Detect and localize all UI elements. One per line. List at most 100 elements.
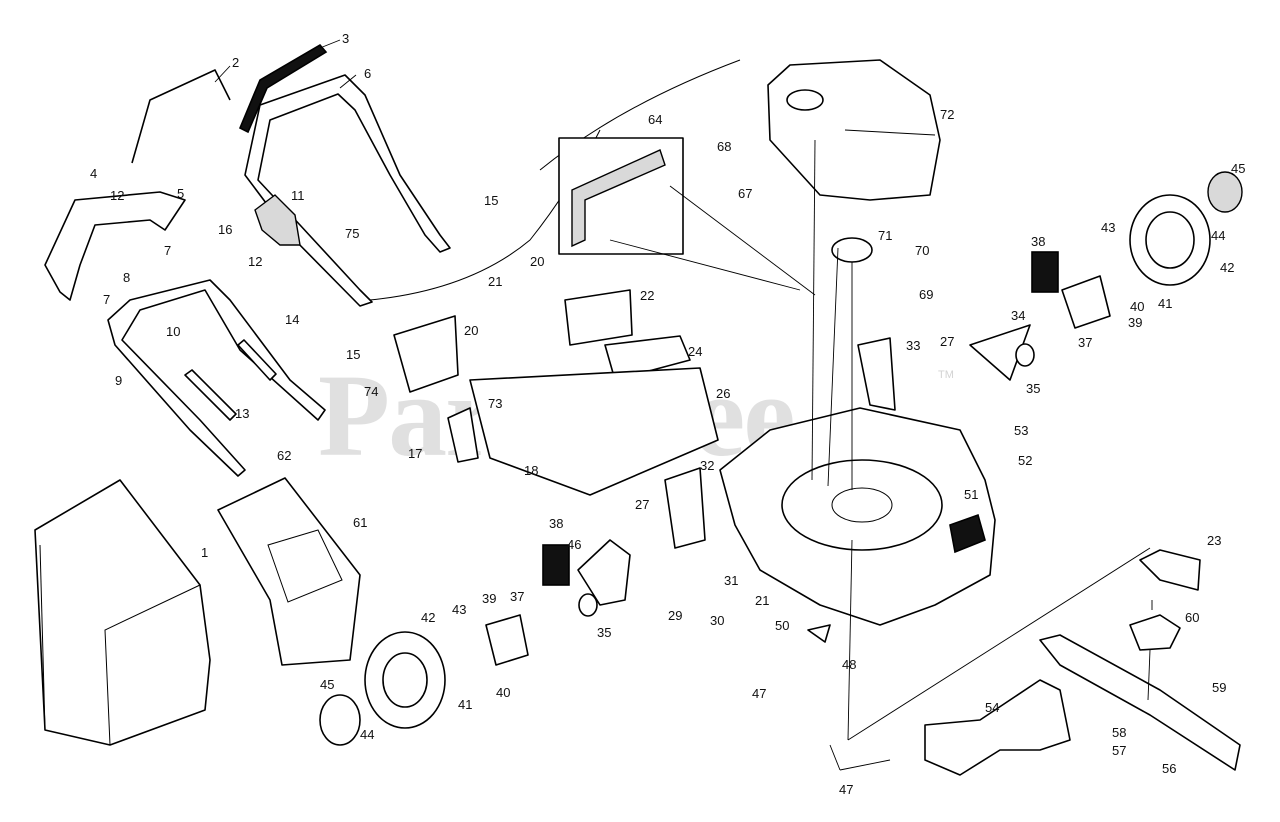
- engine-cap: [786, 89, 824, 111]
- callout-27b: 27: [635, 497, 649, 512]
- callout-54: 54: [985, 700, 999, 715]
- callout-52: 52: [1018, 453, 1032, 468]
- part-11-bracket: [254, 194, 301, 246]
- callout-39a: 39: [1128, 315, 1142, 330]
- callout-73: 73: [488, 396, 502, 411]
- watermark-tm: TM: [938, 369, 954, 381]
- part-54-blade: [924, 679, 1071, 776]
- part-39-bracket-left: [485, 614, 529, 666]
- callout-41b: 41: [458, 697, 472, 712]
- callout-12b: 12: [248, 254, 262, 269]
- callout-24: 24: [688, 344, 702, 359]
- callout-67: 67: [738, 186, 752, 201]
- part-35-spacer-right: [1015, 343, 1035, 367]
- part-64-flap: [571, 149, 666, 248]
- wheel-right-hub: [1145, 211, 1195, 269]
- callout-5: 5: [177, 186, 184, 201]
- callout-15b: 15: [346, 347, 360, 362]
- callout-12a: 12: [110, 188, 124, 203]
- callout-44b: 44: [360, 727, 374, 742]
- deck-port: [949, 513, 986, 554]
- part-3-grip: [238, 43, 328, 134]
- callout-31: 31: [724, 573, 738, 588]
- callout-44a: 44: [1211, 228, 1225, 243]
- callout-51: 51: [964, 487, 978, 502]
- part-74-plate: [393, 315, 459, 393]
- callout-20a: 20: [530, 254, 544, 269]
- callout-57: 57: [1112, 743, 1126, 758]
- callout-39b: 39: [482, 591, 496, 606]
- callout-60: 60: [1185, 610, 1199, 625]
- callout-47b: 47: [839, 782, 853, 797]
- callout-42a: 42: [1220, 260, 1234, 275]
- callout-18: 18: [524, 463, 538, 478]
- callout-43a: 43: [1101, 220, 1115, 235]
- callout-58: 58: [1112, 725, 1126, 740]
- wheel-left-hub: [382, 652, 428, 708]
- part-60-adapter: [1129, 614, 1181, 651]
- callout-13: 13: [235, 406, 249, 421]
- callout-69: 69: [919, 287, 933, 302]
- callout-29: 29: [668, 608, 682, 623]
- callout-43b: 43: [452, 602, 466, 617]
- engine-fin: [844, 129, 936, 136]
- callout-33: 33: [906, 338, 920, 353]
- callout-23: 23: [1207, 533, 1221, 548]
- callout-41a: 41: [1158, 296, 1172, 311]
- callout-labels: 2 3 4 5 6 7 7 8 9 10 11 12 12 13 14 15 1…: [90, 31, 1245, 797]
- frame-inner: [267, 529, 343, 603]
- callout-47a: 47: [752, 686, 766, 701]
- callout-59: 59: [1212, 680, 1226, 695]
- part-45-hubcap-right: [1207, 171, 1243, 213]
- callout-35a: 35: [1026, 381, 1040, 396]
- callout-72: 72: [940, 107, 954, 122]
- callout-64: 64: [648, 112, 662, 127]
- callout-32: 32: [700, 458, 714, 473]
- callout-2: 2: [232, 55, 239, 70]
- callout-21a: 21: [488, 274, 502, 289]
- callout-9: 9: [115, 373, 122, 388]
- callout-40a: 40: [1130, 299, 1144, 314]
- callout-50: 50: [775, 618, 789, 633]
- callout-38a: 38: [1031, 234, 1045, 249]
- part-26-shield: [469, 367, 719, 496]
- callout-68: 68: [717, 139, 731, 154]
- callout-71: 71: [878, 228, 892, 243]
- part-13-strip-b: [237, 339, 277, 381]
- bag-inner: [104, 584, 201, 746]
- callout-40b: 40: [496, 685, 510, 700]
- part-24-deflector: [604, 335, 691, 381]
- part-13-strip-a: [184, 369, 237, 421]
- part-5-bracket: [44, 191, 186, 301]
- part-59-blade: [1039, 634, 1241, 771]
- callout-7a: 7: [164, 243, 171, 258]
- part-61-bag-frame: [217, 477, 361, 666]
- callout-7b: 7: [103, 292, 110, 307]
- callout-61: 61: [353, 515, 367, 530]
- bag-edge: [39, 544, 46, 731]
- callout-74: 74: [364, 384, 378, 399]
- part-2-bail: [131, 69, 231, 164]
- callout-15a: 15: [484, 193, 498, 208]
- callout-46: 46: [567, 537, 581, 552]
- callout-17: 17: [408, 446, 422, 461]
- callout-11: 11: [291, 188, 305, 203]
- deck-center: [831, 487, 893, 523]
- callout-16: 16: [218, 222, 232, 237]
- callout-45b: 45: [320, 677, 334, 692]
- part-45-hubcap-left: [319, 694, 361, 746]
- part-23-adapter: [1139, 549, 1201, 591]
- part-33-bracket: [857, 337, 896, 411]
- callout-6: 6: [364, 66, 371, 81]
- part-38-adjuster-left: [542, 544, 570, 586]
- part-1-grass-bag: [34, 479, 211, 746]
- callout-75: 75: [345, 226, 359, 241]
- part-9-lower-handle: [107, 279, 326, 477]
- callout-45a: 45: [1231, 161, 1245, 176]
- callout-4: 4: [90, 166, 97, 181]
- callout-38b: 38: [549, 516, 563, 531]
- callout-56: 56: [1162, 761, 1176, 776]
- callout-62: 62: [277, 448, 291, 463]
- deck-opening: [781, 459, 943, 551]
